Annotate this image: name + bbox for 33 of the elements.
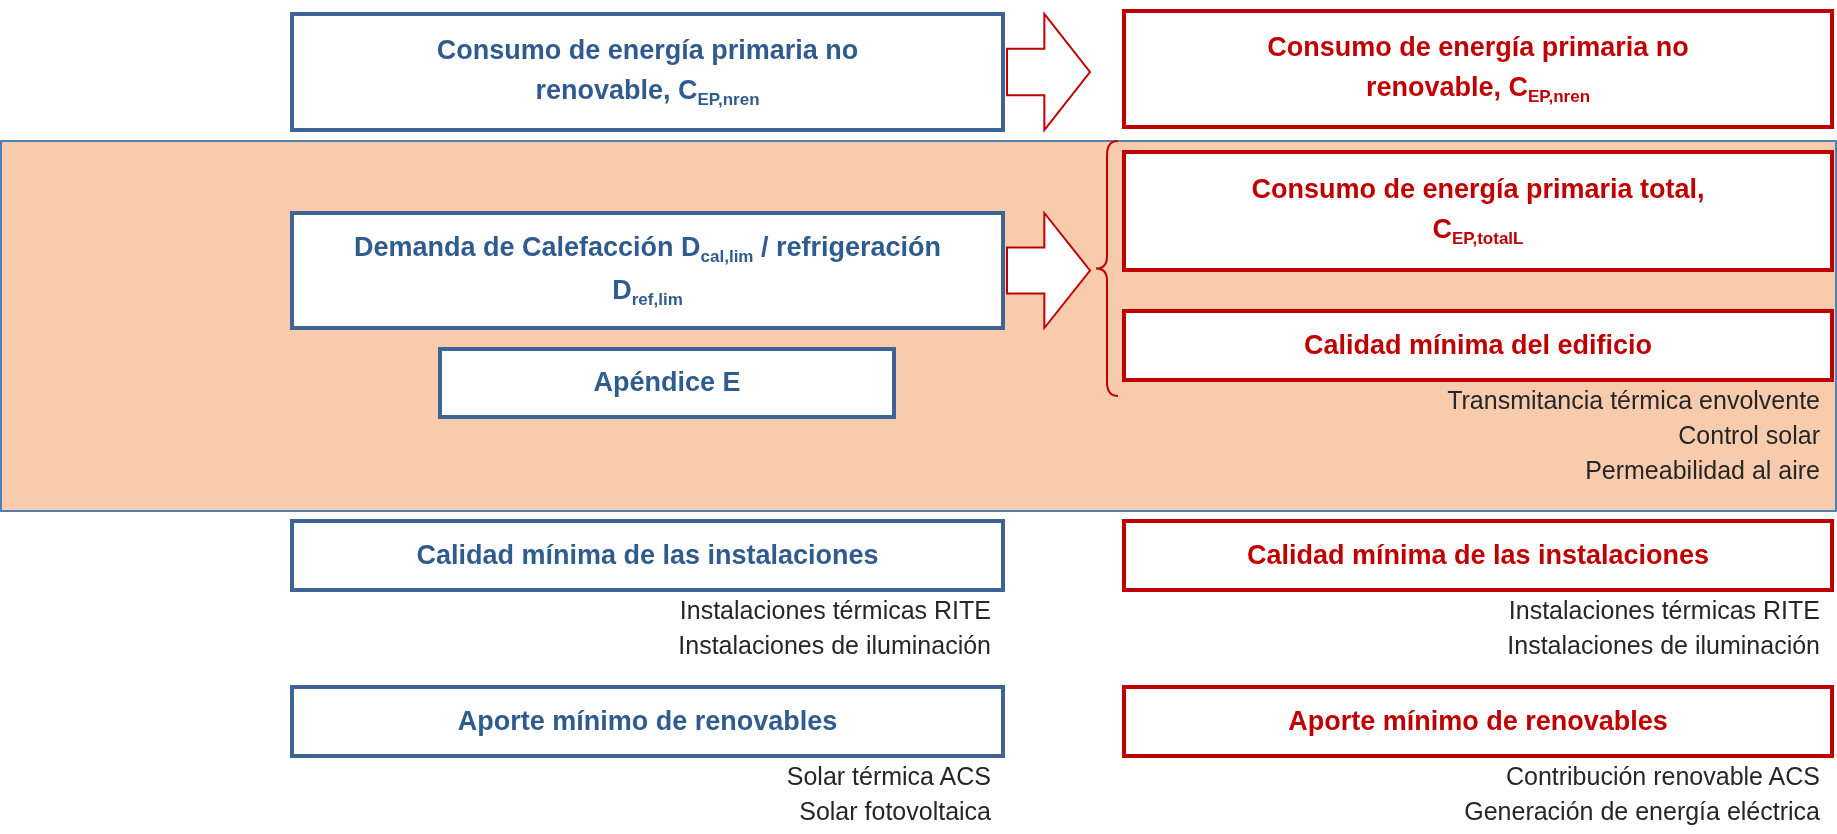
note-text: Instalaciones térmicas RITE bbox=[1508, 596, 1820, 625]
note-text: Permeabilidad al aire bbox=[1585, 456, 1820, 485]
note-text: Contribución renovable ACS bbox=[1505, 762, 1820, 791]
process-box bbox=[1122, 150, 1834, 272]
process-box bbox=[290, 519, 1005, 592]
box-label: Aporte mínimo de renovables bbox=[1287, 704, 1669, 738]
box-label: Calidad mínima de las instalaciones bbox=[415, 538, 880, 572]
note-text: Instalaciones térmicas RITE bbox=[679, 596, 991, 625]
note-text: Instalaciones de iluminación bbox=[1507, 631, 1820, 660]
block-arrow bbox=[1006, 210, 1092, 331]
box-label: Apéndice E bbox=[592, 366, 742, 400]
note-text: Transmitancia térmica envolvente bbox=[1447, 386, 1820, 415]
process-box bbox=[1122, 685, 1834, 758]
process-box bbox=[1122, 519, 1834, 592]
block-arrow bbox=[1006, 11, 1092, 133]
note-text: Solar fotovoltaica bbox=[799, 797, 991, 826]
process-box bbox=[438, 347, 896, 419]
box-label: Calidad mínima de las instalaciones bbox=[1245, 538, 1711, 572]
box-label: Aporte mínimo de renovables bbox=[456, 704, 839, 738]
note-text: Instalaciones de iluminación bbox=[678, 631, 991, 660]
process-box bbox=[1122, 309, 1834, 382]
process-box bbox=[290, 685, 1005, 758]
process-box bbox=[290, 12, 1005, 132]
box-label: Consumo de energía primaria no renovable, C$_{EP,nren}$ bbox=[435, 34, 860, 111]
box-label: Consumo de energía primaria total, C$_{EP,totalL}$ bbox=[1250, 173, 1706, 250]
note-text: Control solar bbox=[1678, 421, 1820, 450]
box-label: Consumo de energía primaria no renovable, C$_{EP,nren}$ bbox=[1266, 31, 1690, 108]
note-text: Solar térmica ACS bbox=[786, 762, 991, 791]
box-label: Demanda de Calefacción D$_{cal,lim}$ / refrigeración D$_{ref,lim}$ bbox=[352, 231, 943, 311]
process-box bbox=[290, 211, 1005, 330]
note-text: Generación de energía eléctrica bbox=[1464, 797, 1820, 826]
process-box bbox=[1122, 9, 1834, 129]
box-label: Calidad mínima del edificio bbox=[1302, 328, 1654, 362]
